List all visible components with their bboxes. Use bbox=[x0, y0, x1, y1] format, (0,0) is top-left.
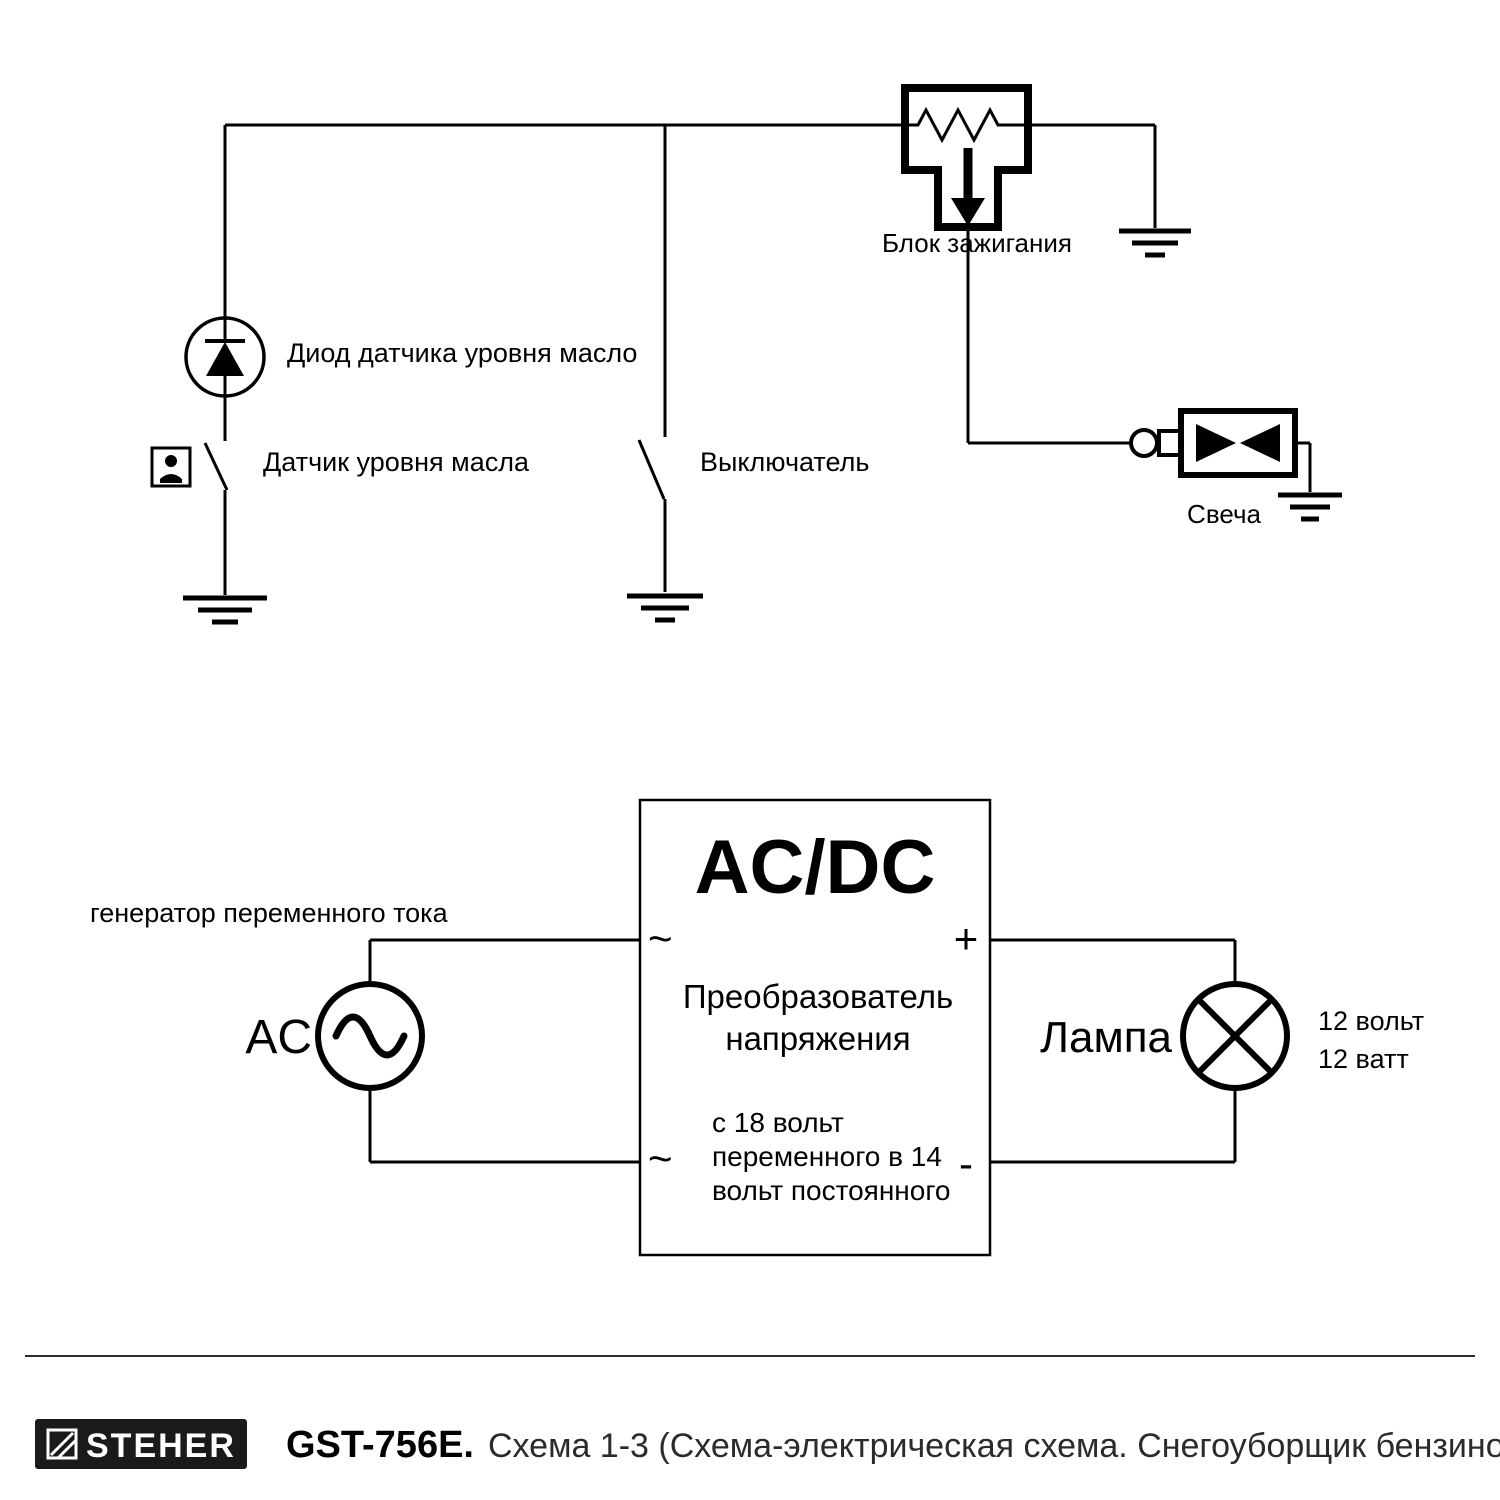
oil-sensor-switch bbox=[150, 442, 229, 595]
switch-blade bbox=[203, 442, 229, 491]
logo-background bbox=[35, 1419, 247, 1469]
lamp-volt-label: 12 вольт bbox=[1318, 1006, 1424, 1036]
diode-label: Диод датчика уровня масло bbox=[287, 338, 637, 368]
ignition-label: Блок зажигания bbox=[882, 228, 1072, 258]
ignition-block-outline bbox=[901, 84, 1032, 231]
spark-triangle-left-icon bbox=[1196, 424, 1236, 462]
converter-name-line2: напряжения bbox=[725, 1020, 910, 1057]
terminal-ac-bottom: ~ bbox=[648, 1135, 673, 1182]
converter-outline bbox=[638, 798, 992, 1257]
switch-blade bbox=[637, 439, 666, 500]
converter-spec-line1: с 18 вольт bbox=[712, 1107, 844, 1138]
terminal-plus: + bbox=[954, 915, 979, 962]
oil-diode-branch bbox=[184, 125, 266, 441]
main-switch-branch bbox=[637, 125, 667, 592]
ground-symbol-oil bbox=[183, 595, 267, 625]
scheme-caption: Схема 1-3 (Схема-электрическая схема. Сн… bbox=[487, 1427, 1500, 1465]
sine-wave-icon bbox=[332, 1013, 408, 1059]
model-number: GST-756E. bbox=[286, 1424, 474, 1466]
footer-caption-row: GST-756E. Схема 1-3 (Схема-электрическая… bbox=[286, 1424, 1500, 1467]
lamp-circuit bbox=[990, 938, 1290, 1164]
diode-triangle-icon bbox=[206, 342, 244, 376]
steher-logo: STEHER bbox=[35, 1419, 247, 1469]
resistor-zigzag-icon bbox=[905, 106, 1028, 144]
converter-box: AC/DC ~ ~ + - Преобразователь напряжения… bbox=[638, 798, 992, 1257]
spark-plug-branch bbox=[966, 227, 1312, 492]
brand-name: STEHER bbox=[86, 1427, 236, 1465]
converter-name-line1: Преобразователь bbox=[683, 978, 953, 1015]
arrow-head-icon bbox=[951, 198, 985, 226]
steher-logo-icon bbox=[46, 1428, 78, 1460]
terminal-ac-top: ~ bbox=[648, 915, 673, 962]
switch-label: Выключатель bbox=[700, 447, 869, 477]
converter-spec-line2: переменного в 14 bbox=[712, 1141, 942, 1172]
lamp-label: Лампа bbox=[1040, 1013, 1172, 1062]
spark-label: Свеча bbox=[1187, 499, 1261, 529]
oil-sensor-icon bbox=[160, 455, 182, 483]
generator-label: генератор переменного тока bbox=[90, 898, 449, 928]
ground-symbol-spark bbox=[1278, 492, 1342, 522]
spark-connector-icon bbox=[1129, 428, 1159, 458]
converter-title: AC/DC bbox=[695, 825, 936, 910]
converter-spec-line3: вольт постоянного bbox=[712, 1175, 951, 1206]
ac-generator bbox=[315, 938, 640, 1164]
spark-triangle-right-icon bbox=[1240, 424, 1280, 462]
ground-symbol-ignition bbox=[1119, 228, 1191, 258]
oil-sensor-label: Датчик уровня масла bbox=[263, 447, 530, 477]
ground-symbol-switch bbox=[627, 593, 703, 623]
ac-source-label: AC bbox=[245, 1011, 312, 1064]
terminal-minus: - bbox=[959, 1140, 973, 1187]
lamp-watt-label: 12 ватт bbox=[1318, 1044, 1409, 1074]
ignition-block bbox=[901, 84, 1032, 231]
lamp-cross-icon bbox=[1195, 996, 1275, 1076]
spark-neck bbox=[1157, 429, 1183, 457]
